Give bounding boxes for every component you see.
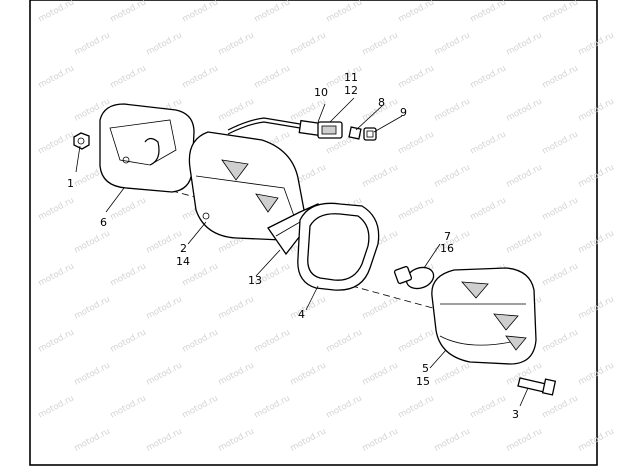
part-3-screw (517, 377, 557, 396)
callout-3: 3 (512, 408, 519, 421)
callout-8: 8 (378, 96, 385, 109)
callout-14: 14 (176, 255, 190, 268)
callout-4: 4 (298, 308, 305, 321)
callout-6: 6 (100, 216, 107, 229)
callout-13: 13 (248, 274, 262, 287)
part-8-clip (348, 126, 362, 140)
callout-9: 9 (400, 106, 407, 119)
callout-7: 7 (444, 230, 451, 243)
part-7-bulb (393, 265, 435, 290)
callout-1: 1 (67, 177, 74, 190)
part-9-grommet (363, 127, 377, 141)
part-6-bracket (99, 103, 195, 193)
callout-2: 2 (180, 242, 187, 255)
part-5-lens (431, 267, 537, 365)
callout-16: 16 (440, 242, 454, 255)
part-1-nut (73, 132, 90, 150)
leader-lines (75, 97, 529, 407)
callout-10: 10 (314, 86, 328, 99)
callout-15: 15 (416, 375, 430, 388)
callout-12: 12 (344, 84, 358, 97)
callout-labels: 1 6 2 14 10 11 12 8 9 13 4 7 16 5 15 3 (67, 71, 519, 421)
part-2-housing-base (188, 117, 305, 241)
part-4-gasket (297, 202, 380, 291)
callout-5: 5 (422, 362, 429, 375)
callout-11: 11 (344, 71, 358, 84)
assembly-axis-line-lower (329, 279, 441, 311)
